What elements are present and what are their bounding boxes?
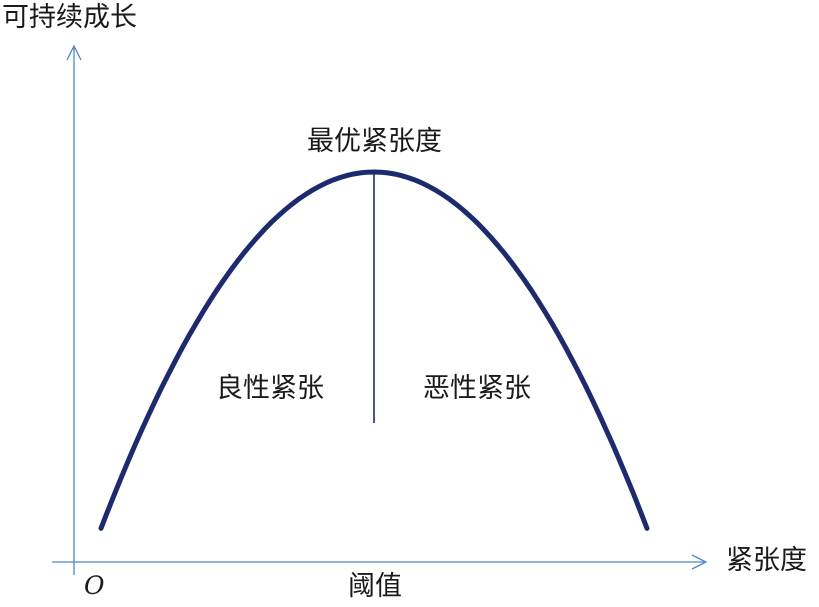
- x-axis-label: 紧张度: [726, 545, 807, 576]
- x-axis-arrowhead: [691, 554, 708, 570]
- y-axis-arrowhead: [66, 44, 82, 61]
- threshold-label: 阈值: [348, 571, 402, 602]
- optimal-tension-label: 最优紧张度: [307, 126, 442, 157]
- y-axis-label: 可持续成长: [2, 2, 137, 33]
- benign-tension-label: 良性紧张: [216, 373, 324, 404]
- malignant-tension-label: 恶性紧张: [423, 373, 531, 404]
- origin-label: O: [84, 571, 105, 600]
